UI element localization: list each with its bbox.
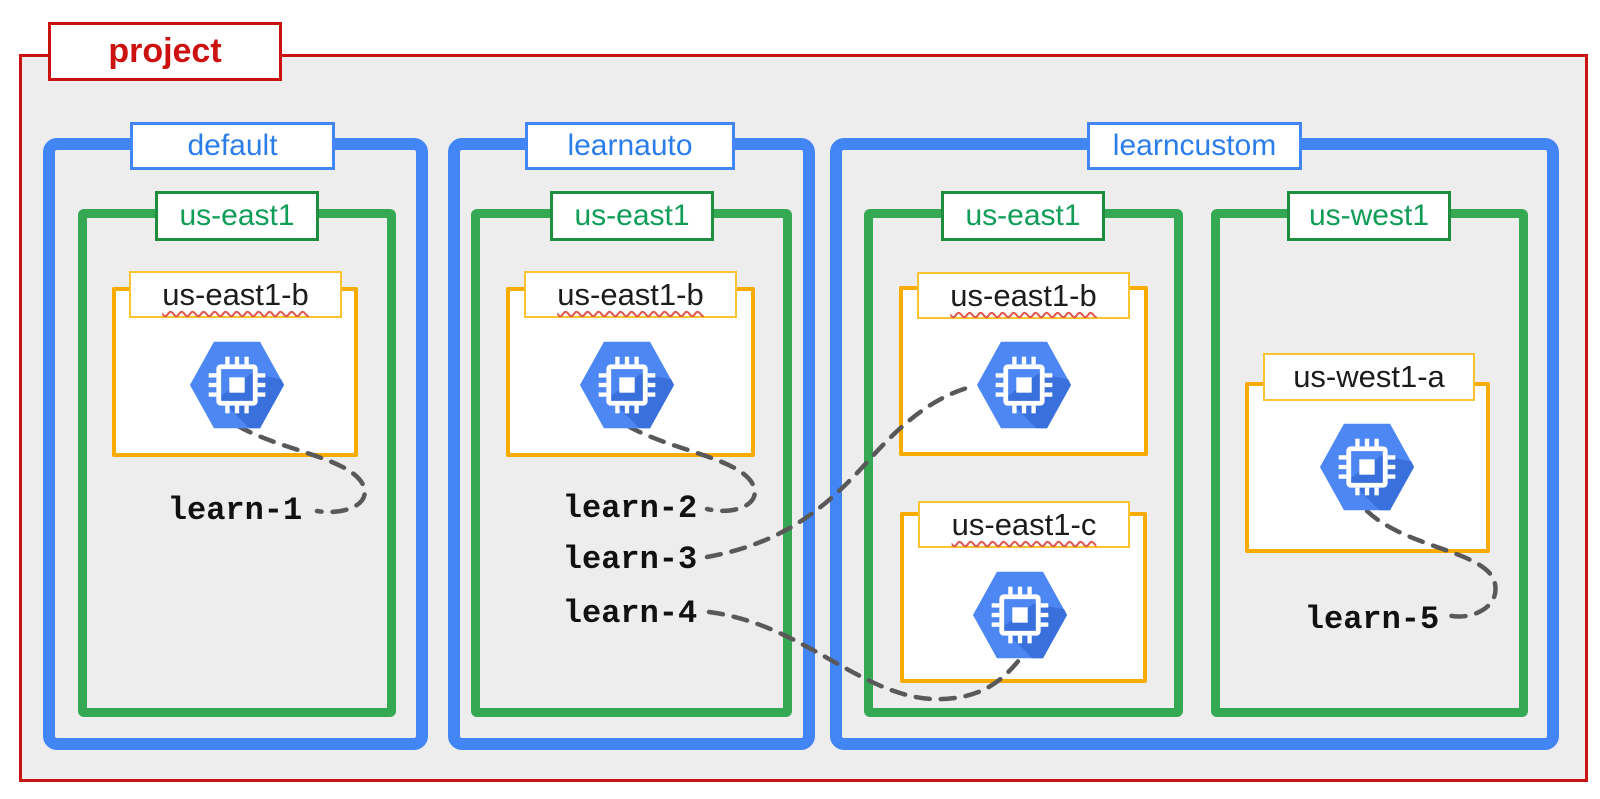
zone-learnauto-us-east1-b-label: us-east1-b: [524, 271, 737, 318]
zone-label-text: us-east1-b: [162, 276, 309, 312]
region-learncustom-us-east1-label: us-east1: [941, 191, 1105, 241]
zone-label-text: us-east1-b: [557, 276, 704, 312]
compute-engine-icon: [976, 340, 1072, 430]
region-label-text: us-east1: [965, 199, 1081, 232]
compute-engine-icon: [189, 340, 285, 430]
instance-name-text: learn-1: [167, 492, 303, 529]
compute-engine-icon: [579, 340, 675, 430]
network-learncustom-label-text: learncustom: [1112, 129, 1277, 162]
network-default-label-text: default: [187, 129, 278, 162]
region-learnauto-us-east1-label: us-east1: [550, 191, 714, 241]
network-learnauto-label: learnauto: [525, 122, 735, 170]
instance-label-learn-2: learn-2: [550, 492, 710, 526]
instance-name-text: learn-5: [1304, 601, 1440, 638]
zone-learncustom-us-west1-a-label: us-west1-a: [1263, 353, 1475, 401]
zone-default-us-east1-b-label: us-east1-b: [129, 271, 342, 318]
zone-learncustom-us-east1-c-label: us-east1-c: [918, 501, 1130, 548]
instance-label-learn-5: learn-5: [1292, 603, 1452, 637]
instance-name-text: learn-4: [562, 595, 698, 632]
zone-label-text: us-east1-c: [951, 506, 1097, 542]
compute-engine-icon: [1319, 422, 1415, 512]
instance-name-text: learn-3: [562, 541, 698, 578]
network-default-label: default: [130, 122, 335, 170]
instance-label-learn-1: learn-1: [155, 494, 315, 528]
zone-label-text: us-east1-b: [950, 277, 1097, 313]
zone-learncustom-us-east1-b-label: us-east1-b: [917, 272, 1130, 319]
instance-label-learn-4: learn-4: [550, 597, 710, 631]
project-label-text: project: [108, 32, 222, 70]
region-label-text: us-west1: [1308, 199, 1430, 232]
region-default-us-east1-label: us-east1: [155, 191, 319, 241]
instance-label-learn-3: learn-3: [550, 543, 710, 577]
instance-name-text: learn-2: [562, 490, 698, 527]
zone-label-text: us-west1-a: [1293, 359, 1445, 394]
region-learncustom-us-west1-label: us-west1: [1287, 191, 1451, 241]
network-learnauto-label-text: learnauto: [567, 129, 693, 162]
region-label-text: us-east1: [574, 199, 690, 232]
region-label-text: us-east1: [179, 199, 295, 232]
compute-engine-icon: [972, 570, 1068, 660]
project-label: project: [48, 22, 282, 81]
network-learncustom-label: learncustom: [1087, 122, 1302, 170]
